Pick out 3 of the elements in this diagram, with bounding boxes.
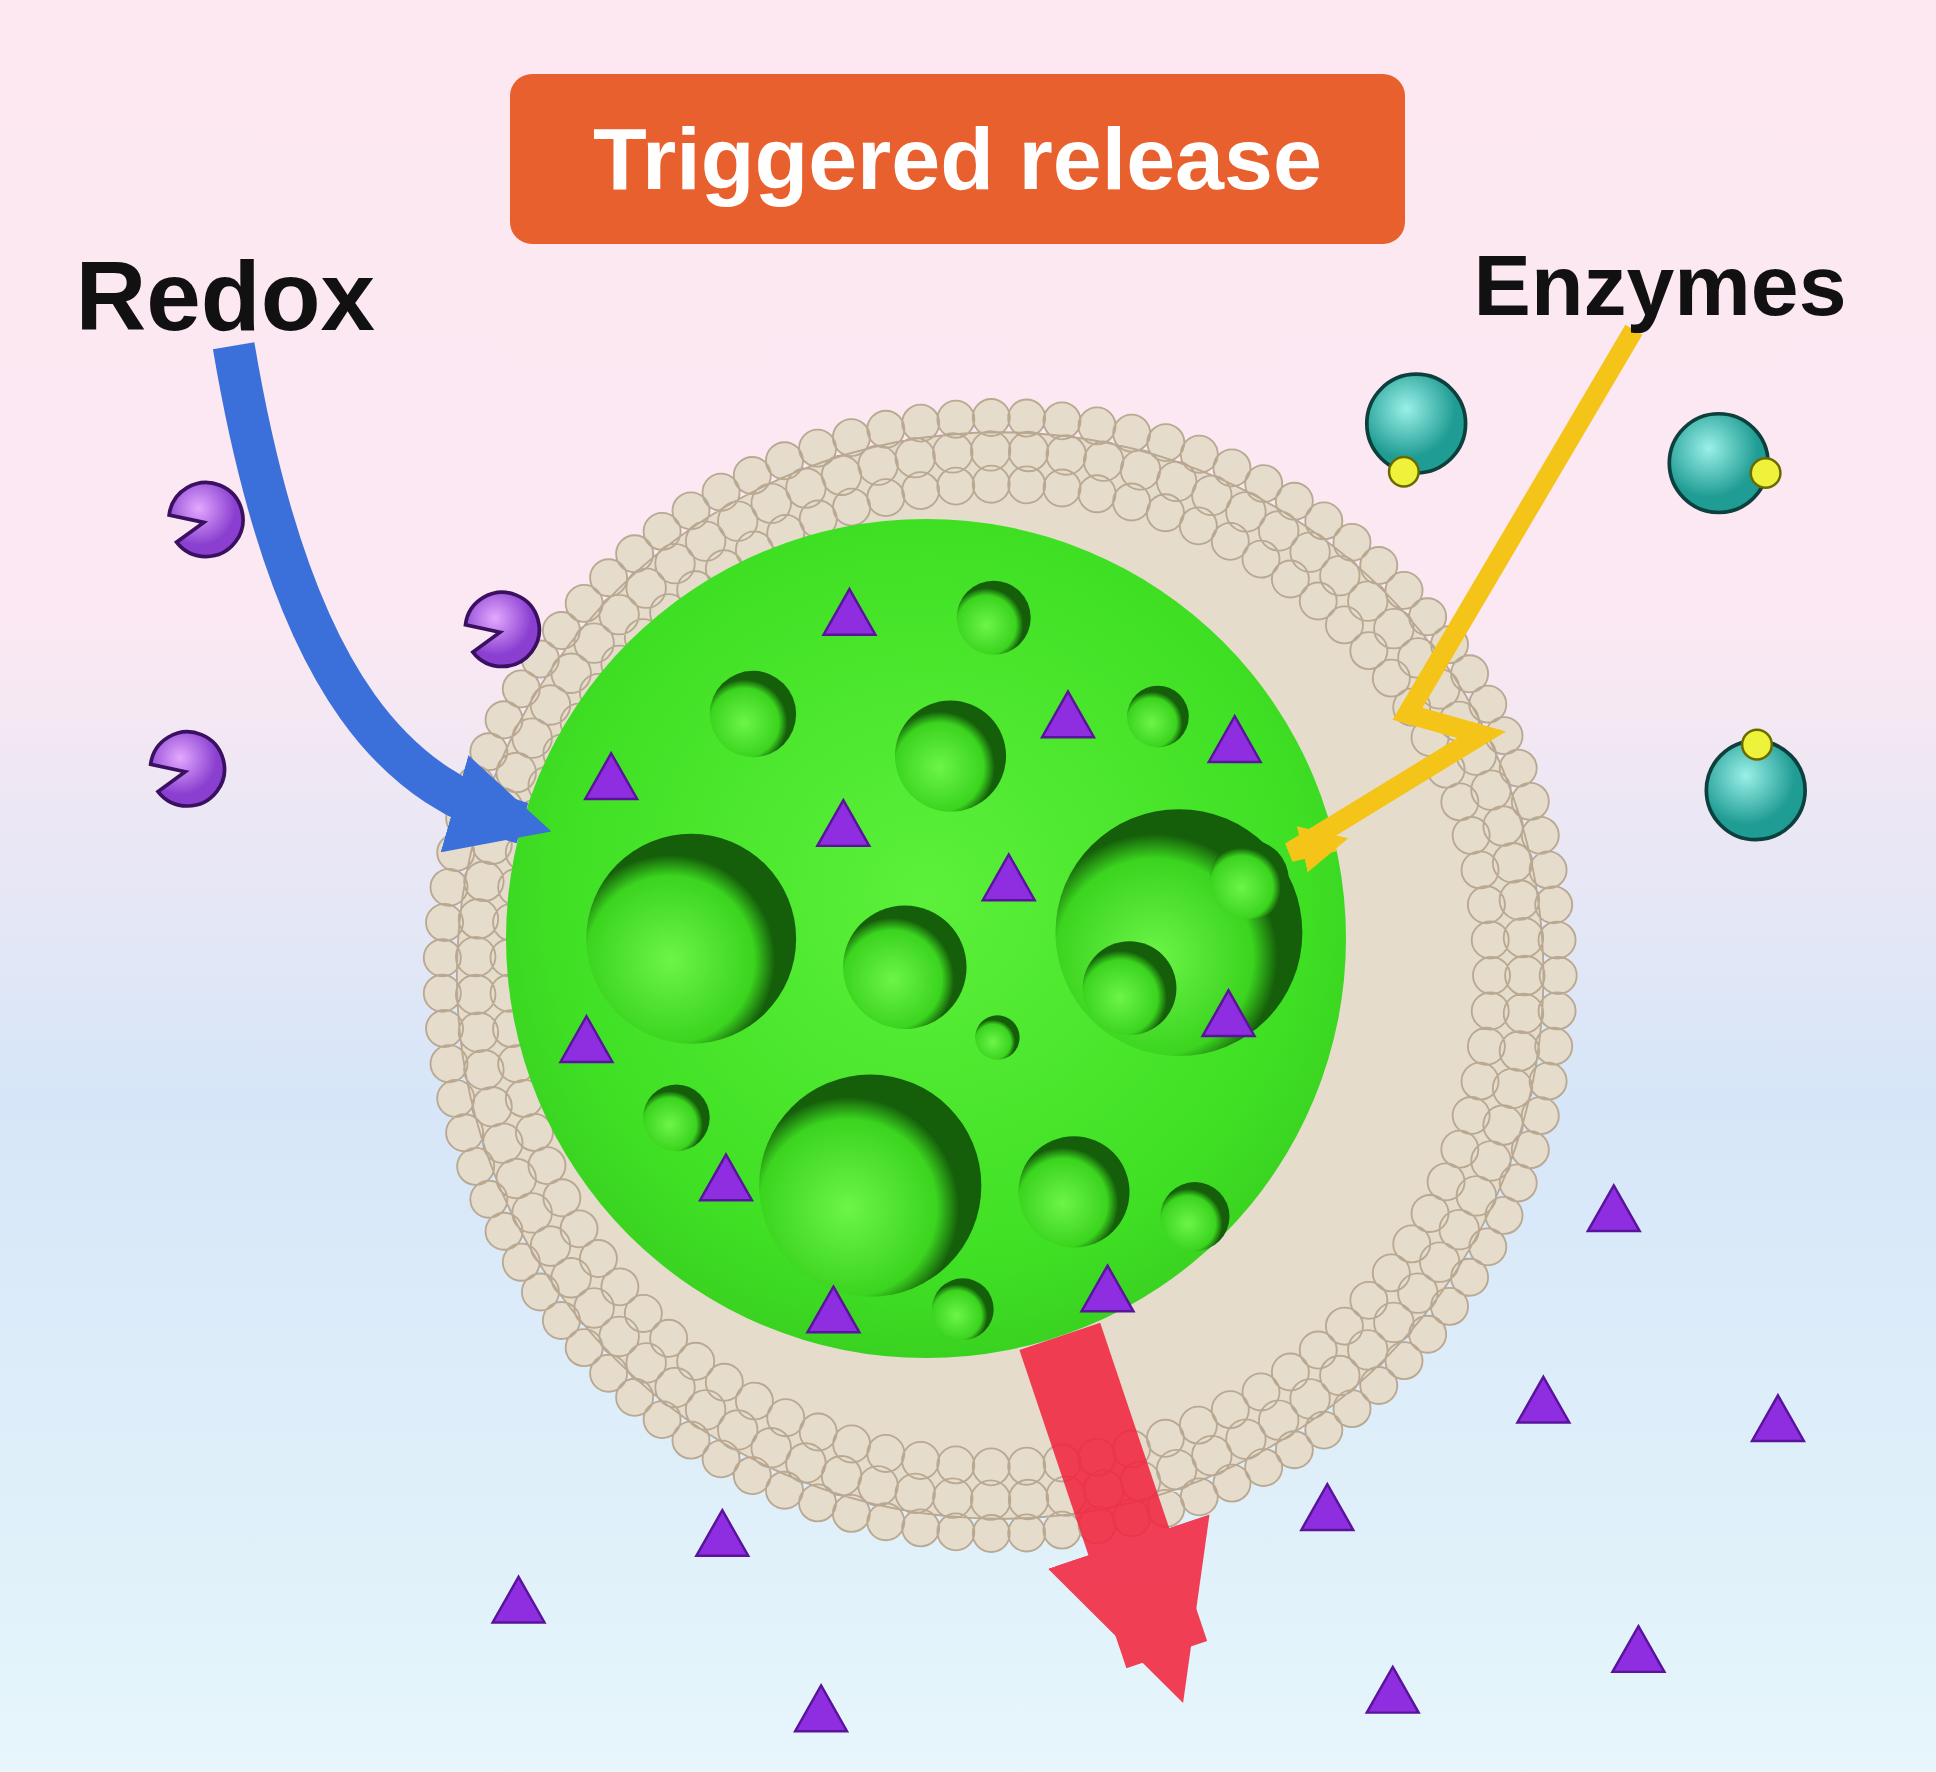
trigger-label: Redox [75,247,376,346]
title: Triggered release [593,108,1322,211]
arrow [213,341,552,849]
